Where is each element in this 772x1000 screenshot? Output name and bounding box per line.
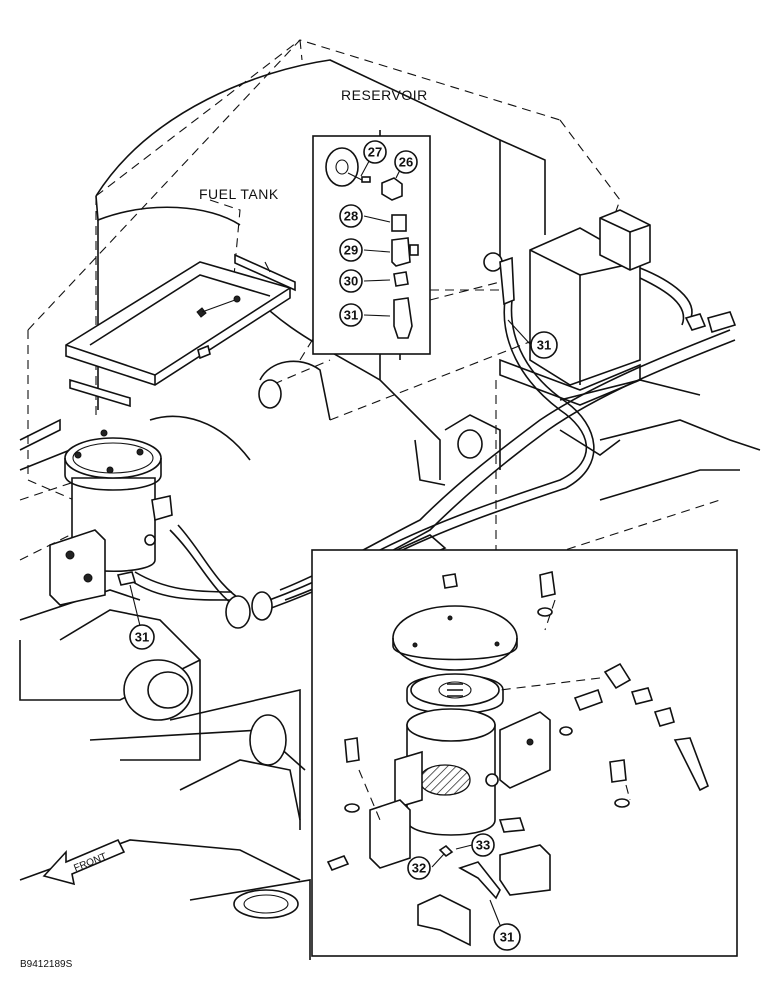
callout-33: 33 <box>471 833 495 857</box>
callout-32-label: 32 <box>412 861 426 876</box>
callout-28: 28 <box>339 204 363 228</box>
frame-lower-structure <box>19 360 761 960</box>
callout-33-label: 33 <box>476 838 490 853</box>
callout-26: 26 <box>394 150 418 174</box>
callout-28-label: 28 <box>344 209 358 224</box>
callout-31-filter-label: 31 <box>135 630 149 645</box>
callout-31-reservoir-label: 31 <box>537 338 551 353</box>
callout-26-label: 26 <box>399 155 413 170</box>
callout-27: 27 <box>363 140 387 164</box>
inset-filter-exploded <box>311 549 738 957</box>
callout-31-inset: 31 <box>339 303 363 327</box>
callout-29: 29 <box>339 238 363 262</box>
reservoir-label: RESERVOIR <box>341 87 428 103</box>
callout-30-label: 30 <box>344 274 358 289</box>
callout-31-filter: 31 <box>129 624 155 650</box>
callout-31-reservoir: 31 <box>530 331 558 359</box>
front-arrow: FRONT <box>42 838 126 886</box>
callout-31-inset-label: 31 <box>344 308 358 323</box>
callout-31-bottom: 31 <box>493 923 521 951</box>
callout-30: 30 <box>339 269 363 293</box>
callout-31-bottom-label: 31 <box>500 930 514 945</box>
filter-assembly-installed <box>49 429 173 606</box>
drawing-number: B9412189S <box>20 959 73 970</box>
tray-assembly <box>65 253 296 408</box>
fuel-tank-label: FUEL TANK <box>199 186 279 202</box>
callout-27-label: 27 <box>368 145 382 160</box>
callout-29-label: 29 <box>344 243 358 258</box>
reservoir-box <box>499 209 651 406</box>
callout-32: 32 <box>407 856 431 880</box>
